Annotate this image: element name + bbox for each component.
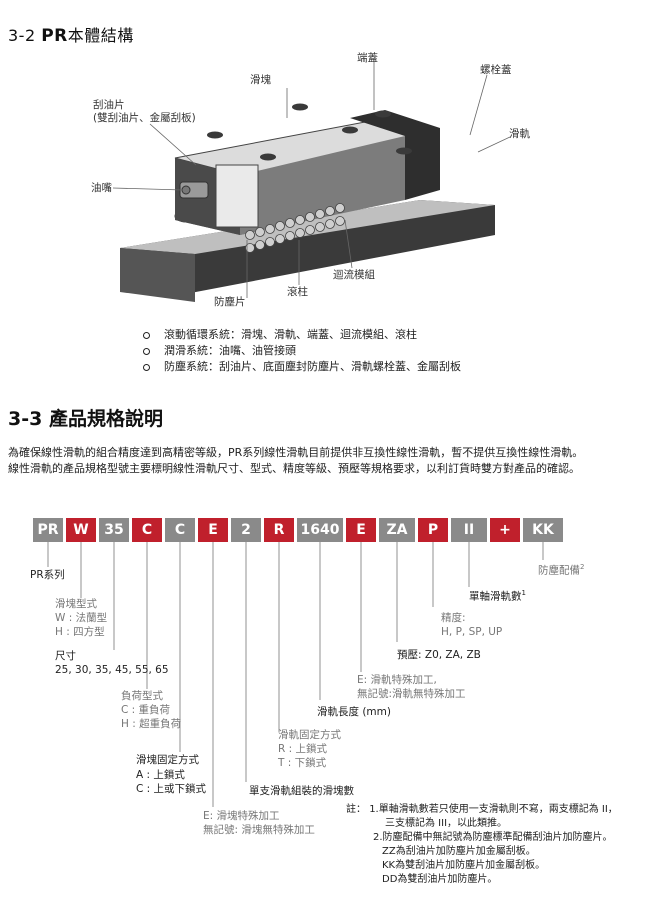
intro-paragraph: 為確保線性滑軌的組合精度達到高精密等級，PR系列線性滑軌目前提供非互換性線性滑軌… [8, 446, 584, 475]
label-scraper: 刮油片 [93, 99, 125, 111]
code-label-block-type-w: W : 法蘭型 [55, 612, 108, 624]
label-end-cap: 端蓋 [357, 52, 378, 64]
code-seg-block-type: W [66, 518, 96, 542]
top-hole-6 [396, 147, 412, 155]
code-seg-block-special: E [198, 518, 228, 542]
list-item: 防塵系統：刮油片、底面塵封防塵片、滑軌螺栓蓋、金屬刮板 [143, 359, 461, 375]
code-seg-plus: + [490, 518, 520, 542]
code-label-rail-special-none: 無記號:滑軌無特殊加工 [357, 688, 466, 700]
code-seg-qty: 2 [231, 518, 261, 542]
note-2-zz: ZZ為刮油片加防塵片加金屬刮板。 [382, 846, 536, 857]
note-1: 註： 1.單軸滑軌數若只使用一支滑軌則不寫，兩支標記為 II， [346, 804, 618, 815]
code-label-load-title: 負荷型式 [121, 690, 163, 702]
code-label-accuracy-title: 精度: [441, 612, 466, 624]
label-block: 滑塊 [250, 74, 271, 86]
label-recirc-module: 迴流模組 [333, 269, 375, 281]
note-2: 2.防塵配備中無記號為防塵標準配備刮油片加防塵片。 [373, 832, 613, 843]
code-label-load-c: C : 重負荷 [121, 704, 171, 716]
code-leader-lines [47, 542, 544, 807]
code-label-rail-special-e: E: 滑軌特殊加工, [357, 674, 437, 686]
top-hole-5 [375, 110, 391, 118]
code-label-size-values: 25, 30, 35, 45, 55, 65 [55, 664, 169, 676]
block-side [240, 136, 405, 235]
label-scraper-detail: (雙刮油片、金屬刮板) [93, 112, 196, 124]
label-end-bolt-cap: 螺栓蓋 [480, 64, 512, 76]
top-hole-1 [207, 131, 223, 139]
code-label-qty-per-rail: 單支滑軌組裝的滑塊數 [249, 785, 354, 797]
code-seg-dust: KK [523, 518, 563, 542]
linear-guide-diagram [112, 58, 511, 302]
systems-list: 滾動循環系統：滑塊、滑軌、端蓋、迴流模組、滾柱 潤滑系統：油嘴、油管接頭 防塵系… [143, 327, 461, 375]
code-seg-rail-mount: R [264, 518, 294, 542]
code-label-block-special-e: E: 滑塊特殊加工 [203, 810, 280, 822]
code-label-rail-mount-t: T : 下鎖式 [278, 757, 327, 769]
code-label-block-type-title: 滑塊型式 [55, 598, 97, 610]
code-seg-load: C [132, 518, 162, 542]
code-seg-rails-per-axis: II [451, 518, 487, 542]
label-grease-nipple: 油嘴 [91, 182, 112, 194]
code-label-load-h: H : 超重負荷 [121, 718, 182, 730]
note-2-dd: DD為雙刮油片加防塵片。 [382, 874, 498, 885]
code-label-mount-c: C : 上或下鎖式 [136, 783, 207, 795]
front-plate [215, 164, 259, 228]
roller-chain [245, 203, 345, 253]
code-seg-preload: ZA [379, 518, 415, 542]
rail-body [120, 200, 495, 295]
end-cap [350, 110, 440, 200]
code-label-rail-mount-r: R : 上鎖式 [278, 743, 328, 755]
code-label-block-special-none: 無記號: 滑塊無特殊加工 [203, 824, 315, 836]
code-seg-length: 1640 [297, 518, 343, 542]
code-label-dust-accessory: 防塵配備2 [538, 563, 585, 577]
code-label-rails-per-axis: 單軸滑軌數1 [469, 589, 526, 603]
label-dust-seal: 防塵片 [214, 296, 246, 308]
section-33-heading: 3-3 產品規格說明 [8, 408, 163, 430]
note-2-kk: KK為雙刮油片加防塵片加金屬刮板。 [382, 860, 546, 871]
section-32-heading: 3-2 PR本體結構 [8, 26, 134, 46]
code-label-mount-a: A : 上鎖式 [136, 769, 185, 781]
top-hole-4 [342, 126, 358, 134]
notes-block: 註： 1.單軸滑軌數若只使用一支滑軌則不寫，兩支標記為 II， 三支標記為 II… [346, 803, 618, 887]
code-label-preload: 預壓: Z0, ZA, ZB [397, 649, 481, 661]
top-hole-3 [292, 103, 308, 111]
code-seg-accuracy: P [418, 518, 448, 542]
code-label-series: PR系列 [30, 569, 65, 581]
code-seg-rail-special: E [346, 518, 376, 542]
list-item: 滾動循環系統：滑塊、滑軌、端蓋、迴流模組、滾柱 [143, 327, 461, 343]
code-label-block-type-h: H : 四方型 [55, 626, 105, 638]
code-label-rail-mount-title: 滑軌固定方式 [278, 729, 341, 741]
list-item: 潤滑系統：油嘴、油管接頭 [143, 343, 461, 359]
code-label-rail-length: 滑軌長度 (mm) [317, 706, 391, 718]
code-seg-series: PR [33, 518, 63, 542]
code-seg-mount: C [165, 518, 195, 542]
code-label-mount-title: 滑塊固定方式 [136, 754, 199, 766]
label-roller: 滾柱 [287, 286, 308, 298]
rail-end [120, 248, 195, 302]
top-hole-2 [260, 153, 276, 161]
code-seg-size: 35 [99, 518, 129, 542]
label-rail: 滑軌 [509, 128, 530, 140]
code-label-accuracy-values: H, P, SP, UP [441, 626, 503, 638]
code-label-size-title: 尺寸 [55, 650, 76, 662]
note-1-cont: 三支標記為 III，以此類推。 [385, 818, 508, 829]
